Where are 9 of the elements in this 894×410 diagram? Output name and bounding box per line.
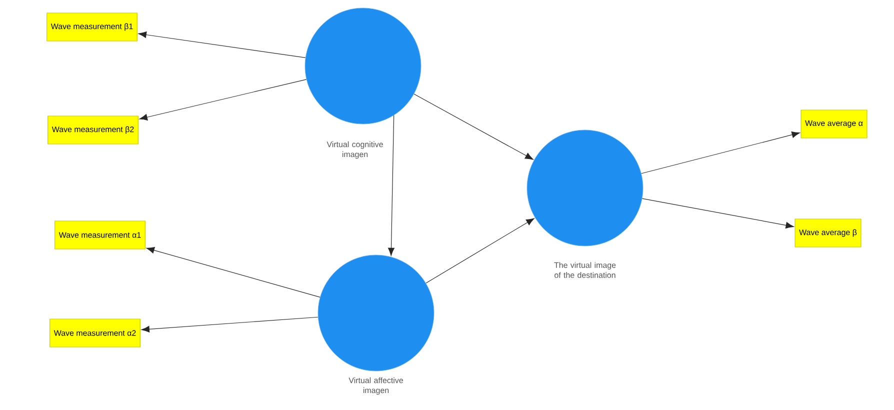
- arrow: [138, 32, 306, 58]
- arrow: [641, 132, 800, 174]
- arrow: [146, 247, 320, 298]
- arrow: [141, 316, 318, 332]
- arrow: [388, 115, 394, 256]
- arrow: [414, 94, 534, 160]
- arrow: [139, 79, 307, 120]
- arrow: [642, 198, 794, 228]
- arrow: [426, 218, 534, 284]
